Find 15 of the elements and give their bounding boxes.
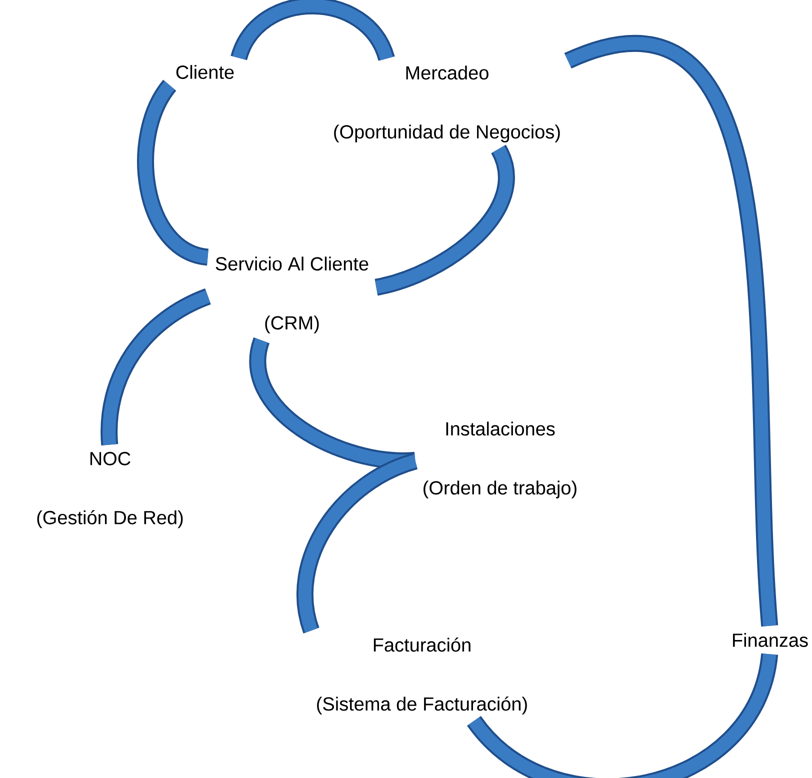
curved-band <box>249 338 416 470</box>
text-label: Instalaciones (Orden de trabajo) <box>424 422 576 498</box>
text-label: Cliente <box>176 65 234 79</box>
curved-band <box>296 452 418 633</box>
text-label: Finanzas <box>733 633 808 647</box>
text-label: Mercadeo (Oportunidad de Negocios) <box>334 66 560 142</box>
curved-band <box>230 0 394 62</box>
curved-band <box>565 36 778 626</box>
curved-band <box>374 146 515 296</box>
curved-band <box>137 80 210 266</box>
text-label: NOC (Gestión De Red) <box>37 452 183 528</box>
text-label: Servicio Al Cliente (CRM) <box>216 256 368 334</box>
curved-band <box>100 288 212 445</box>
curved-band <box>468 652 778 778</box>
text-label: Facturación (Sistema de Facturación) <box>317 638 527 714</box>
